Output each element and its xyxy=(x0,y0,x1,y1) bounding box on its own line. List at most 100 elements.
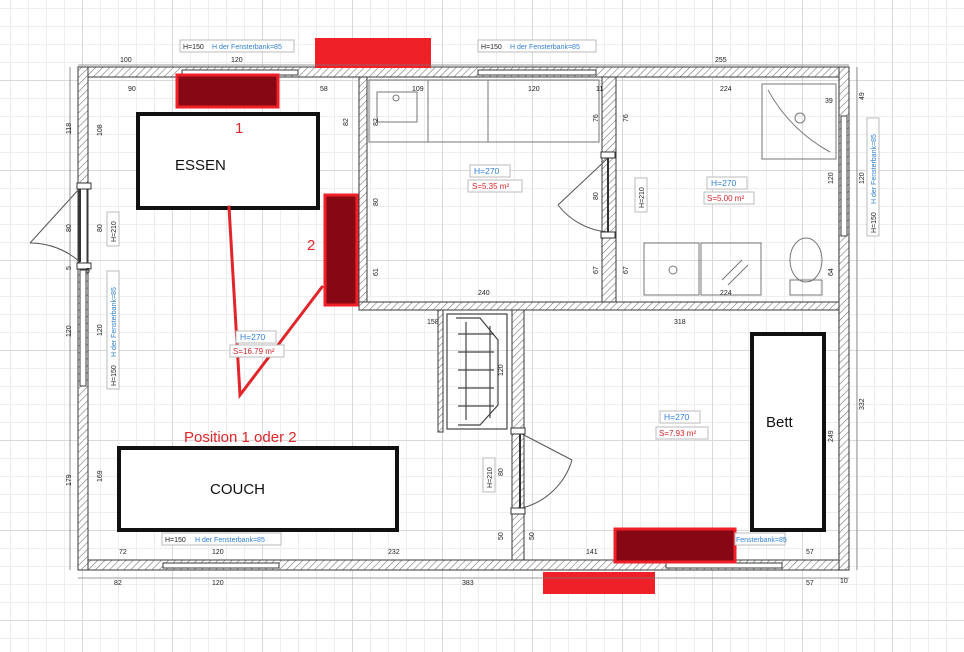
wall-rooms-bottom xyxy=(358,301,840,311)
living-height: H=270 xyxy=(240,332,266,342)
window-right-bath xyxy=(840,115,848,237)
dim-top-inner-7: 39 xyxy=(825,98,833,105)
dim-bottom-inner-4: 141 xyxy=(586,549,598,556)
dim-stair-height: 120 xyxy=(498,364,505,376)
dim-top-inner-1: 90 xyxy=(128,86,136,93)
red-markers xyxy=(175,38,737,594)
dim-top-outer-3: 255 xyxy=(715,57,727,64)
dim-misc-82b: 82 xyxy=(373,118,380,126)
marker-top-bright xyxy=(315,38,431,68)
washbasin xyxy=(643,242,700,296)
room-labels: H=270 S=16.79 m² H=270 S=5.35 m² H=270 S… xyxy=(229,164,755,440)
dim-right-outer-2: 120 xyxy=(859,172,866,184)
window-left-h: H=150 xyxy=(111,365,118,386)
dim-bottom-inner-1: 72 xyxy=(119,549,127,556)
dim-top-outer-1: 100 xyxy=(120,57,132,64)
door-kitchen-swing xyxy=(557,157,609,233)
living-area: S=16.79 m² xyxy=(233,347,275,356)
dim-top-inner-5: 11 xyxy=(596,86,603,93)
dim-bedroom-right: 249 xyxy=(828,430,835,442)
dim-top-inner-6: 224 xyxy=(720,86,732,93)
couch-label: COUCH xyxy=(210,481,265,498)
dim-misc-80: 80 xyxy=(373,198,380,206)
dim-top-outer-2: 120 xyxy=(231,57,243,64)
window-bottom-left-sill: H der Fensterbank=85 xyxy=(195,537,265,544)
window-left xyxy=(79,269,87,387)
dim-bottom-outer-2: 120 xyxy=(212,580,224,587)
kitchen-area: S=5.35 m² xyxy=(472,182,509,191)
couch xyxy=(117,446,399,532)
bett-label: Bett xyxy=(766,414,794,431)
window-top-mid xyxy=(477,69,597,76)
dim-misc-82a: 82 xyxy=(343,118,350,126)
dim-bottom-inner-2: 120 xyxy=(212,549,224,556)
dim-kitchen-bottom: 240 xyxy=(478,290,490,297)
dim-left-outer-1: 118 xyxy=(66,123,73,134)
dim-right-outer-1: 49 xyxy=(859,92,866,100)
window-bottom-right-sill: Fensterbank=85 xyxy=(736,537,787,544)
wall-right xyxy=(838,66,850,571)
dim-bedroom-50b: 50 xyxy=(529,532,536,540)
wall-living-kitchen xyxy=(358,76,368,311)
window-left-sill: H der Fensterbank=85 xyxy=(111,287,118,357)
dim-top-inner-2: 58 xyxy=(320,86,328,93)
dim-left-outer-4: 120 xyxy=(66,325,73,337)
bath-height: H=270 xyxy=(711,178,737,188)
window-bottom-left xyxy=(162,562,280,569)
dim-left-inner-3: 120 xyxy=(97,324,104,336)
window-bath-sill: H der Fensterbank=85 xyxy=(871,134,878,204)
dim-bottom-inner-5: 57 xyxy=(806,549,814,556)
dim-left-outer-2: 80 xyxy=(66,224,73,232)
door-bedroom-h: H=210 xyxy=(487,467,494,488)
dim-bottom-outer-4: 57 xyxy=(806,580,814,587)
marker-bedroom-window xyxy=(613,527,737,564)
wall-stair-right xyxy=(511,309,525,561)
window-top-mid-h: H=150 xyxy=(481,44,502,51)
bathtub-box xyxy=(700,242,762,296)
door-kitchen-h: H=210 xyxy=(639,187,646,208)
essen-label: ESSEN xyxy=(175,157,226,174)
marker-position-2 xyxy=(323,193,359,307)
dim-bedroom-door: 80 xyxy=(498,468,505,476)
dim-right-outer-3: 332 xyxy=(859,398,866,410)
dim-top-inner-4: 120 xyxy=(528,86,540,93)
dim-misc-61: 61 xyxy=(373,268,380,276)
dim-left-inner-4: 169 xyxy=(97,470,104,482)
doors xyxy=(29,151,616,515)
kitchen-height: H=270 xyxy=(474,166,500,176)
kitchen-fixtures xyxy=(368,79,600,143)
window-tags: H=150 H der Fensterbank=85 H=150 H der F… xyxy=(106,39,880,546)
dimension-lines xyxy=(69,64,858,579)
bedroom-area: S=7.93 m² xyxy=(659,429,696,438)
essen-table xyxy=(136,112,320,210)
window-top-mid-sill: H der Fensterbank=85 xyxy=(510,44,580,51)
dim-misc-76b: 76 xyxy=(623,114,630,122)
bedroom-height: H=270 xyxy=(664,412,690,422)
door-left-swing xyxy=(29,187,81,263)
dim-right-inner-1: 120 xyxy=(828,172,835,184)
furniture: ESSEN COUCH Bett xyxy=(117,112,826,532)
window-top-left-sill: H der Fensterbank=85 xyxy=(212,44,282,51)
window-bath-h: H=150 xyxy=(871,212,878,233)
position-note: Position 1 oder 2 xyxy=(184,429,297,446)
kitchen-counter xyxy=(368,79,600,143)
toilet xyxy=(789,237,823,283)
door-left-h: H=210 xyxy=(111,221,118,242)
dim-bedroom-top: 318 xyxy=(674,319,686,326)
marker-position-1 xyxy=(175,73,280,109)
dim-misc-67a: 67 xyxy=(593,266,600,274)
annotation-lines xyxy=(227,205,324,400)
wall-stair-left xyxy=(437,309,444,433)
vertical-dims: 118 80 5 120 179 5 108 80 120 169 49 120… xyxy=(66,92,866,540)
dim-right-end: 10 xyxy=(840,578,848,585)
bath-area: S=5.00 m² xyxy=(707,194,744,203)
dim-top-inner-3: 109 xyxy=(412,86,424,93)
window-bottom-right xyxy=(665,562,783,569)
dim-bedroom-50a: 50 xyxy=(498,532,505,540)
bed xyxy=(750,332,826,532)
bath-fixtures xyxy=(643,83,837,296)
marker-bottom-bright xyxy=(543,572,655,594)
dim-left-inner-2: 80 xyxy=(97,224,104,232)
shower xyxy=(761,83,837,160)
